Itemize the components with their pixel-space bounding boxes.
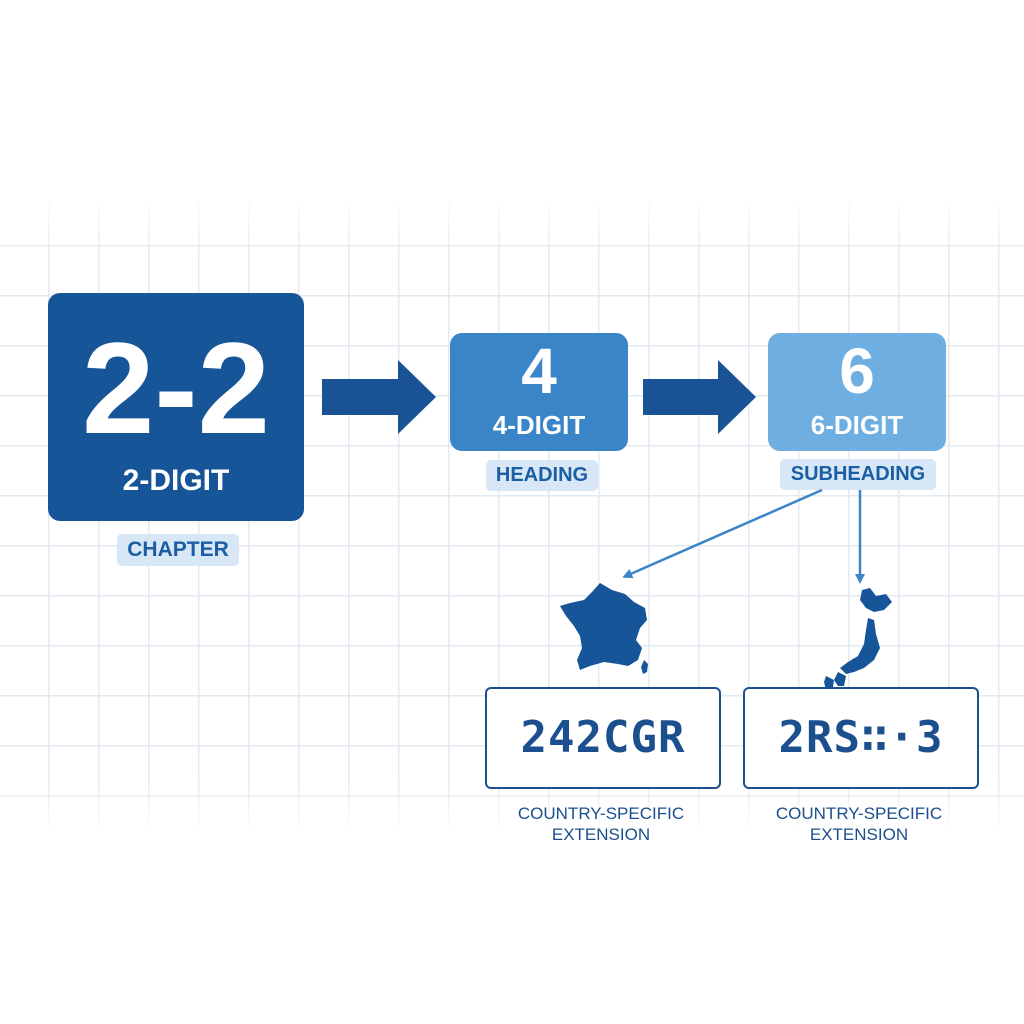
chapter-tag: CHAPTER	[117, 534, 239, 566]
subheading-digits: 6-DIGIT	[810, 410, 904, 440]
heading-code: 4	[521, 335, 557, 407]
arrow-heading-to-subheading	[643, 360, 756, 434]
heading-digits: 4-DIGIT	[492, 410, 586, 440]
arrow-chapter-to-heading	[322, 360, 436, 434]
extension-label-japan: COUNTRY-SPECIFIC EXTENSION	[775, 804, 943, 844]
extension-code-box-france: 242CGR	[485, 687, 721, 789]
france-map-icon	[560, 583, 647, 670]
subheading-code: 6	[839, 335, 875, 407]
chapter-code: 2-2	[82, 315, 270, 461]
subheading-tag: SUBHEADING	[780, 459, 936, 490]
japan-map-icon	[824, 588, 892, 694]
extension-code-box-japan: 2RS∷·3	[743, 687, 979, 789]
heading-tag: HEADING	[486, 460, 598, 491]
chapter-box: 2-2 2-DIGIT	[48, 293, 304, 521]
heading-box: 4 4-DIGIT	[450, 333, 628, 451]
corsica-icon	[641, 660, 648, 674]
grid-fade-top	[0, 195, 1024, 255]
chapter-digits: 2-DIGIT	[122, 464, 230, 497]
extension-label-france: COUNTRY-SPECIFIC EXTENSION	[517, 804, 685, 844]
subheading-box: 6 6-DIGIT	[768, 333, 946, 451]
connector-to-france	[622, 488, 823, 579]
